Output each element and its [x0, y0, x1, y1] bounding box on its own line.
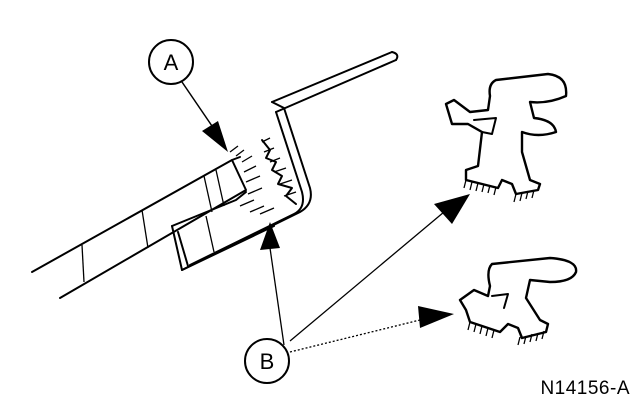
body-panel — [181, 51, 399, 271]
figure-id: N14156-A — [540, 378, 630, 399]
callout-a-label: A — [164, 50, 179, 75]
callout-b: B — [244, 194, 470, 384]
callout-a: A — [148, 39, 228, 152]
installed-seal — [229, 137, 297, 215]
arrow-a — [202, 121, 228, 152]
arrow-b-installed — [260, 222, 280, 250]
weatherstrip-profile-upper — [444, 72, 568, 203]
weatherstrip-profile-lower — [458, 256, 578, 346]
callout-b-label: B — [260, 349, 275, 374]
arrow-b-lower — [418, 306, 454, 328]
trim-panel — [31, 156, 247, 299]
arrow-b-upper — [434, 194, 470, 224]
